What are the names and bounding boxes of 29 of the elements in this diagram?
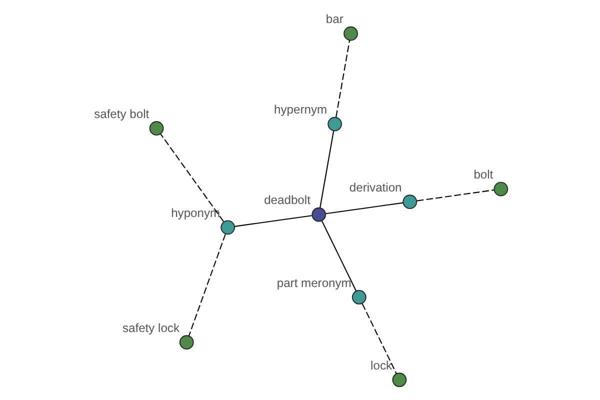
node-label: safety lock [122, 320, 180, 335]
node-label: lock [370, 358, 392, 372]
node-label: hyponym [170, 206, 220, 220]
connector [321, 220, 356, 292]
connector [234, 215, 312, 227]
node-label: part meronym [276, 276, 351, 290]
connector [416, 189, 494, 202]
node-circle [178, 335, 194, 350]
node-circle [148, 121, 164, 136]
node-circle [343, 26, 358, 41]
node-label: bolt [473, 168, 493, 182]
node-label: hypernym [274, 102, 327, 117]
node-label: derivation [348, 180, 402, 194]
connector [325, 202, 403, 214]
node-label: safety bolt [94, 106, 149, 121]
node-circle [220, 220, 235, 235]
connector [188, 234, 226, 336]
node-circle [327, 116, 342, 132]
connector [160, 134, 224, 222]
node-circle [392, 372, 406, 388]
node-circle [402, 194, 417, 210]
node-circle [351, 290, 366, 304]
connector [335, 40, 350, 118]
node-circle [311, 207, 326, 222]
node-label: deadbolt [264, 193, 310, 208]
connector [319, 130, 334, 208]
node-circle [493, 182, 508, 196]
connector [361, 304, 396, 374]
node-label: bar [325, 12, 343, 26]
